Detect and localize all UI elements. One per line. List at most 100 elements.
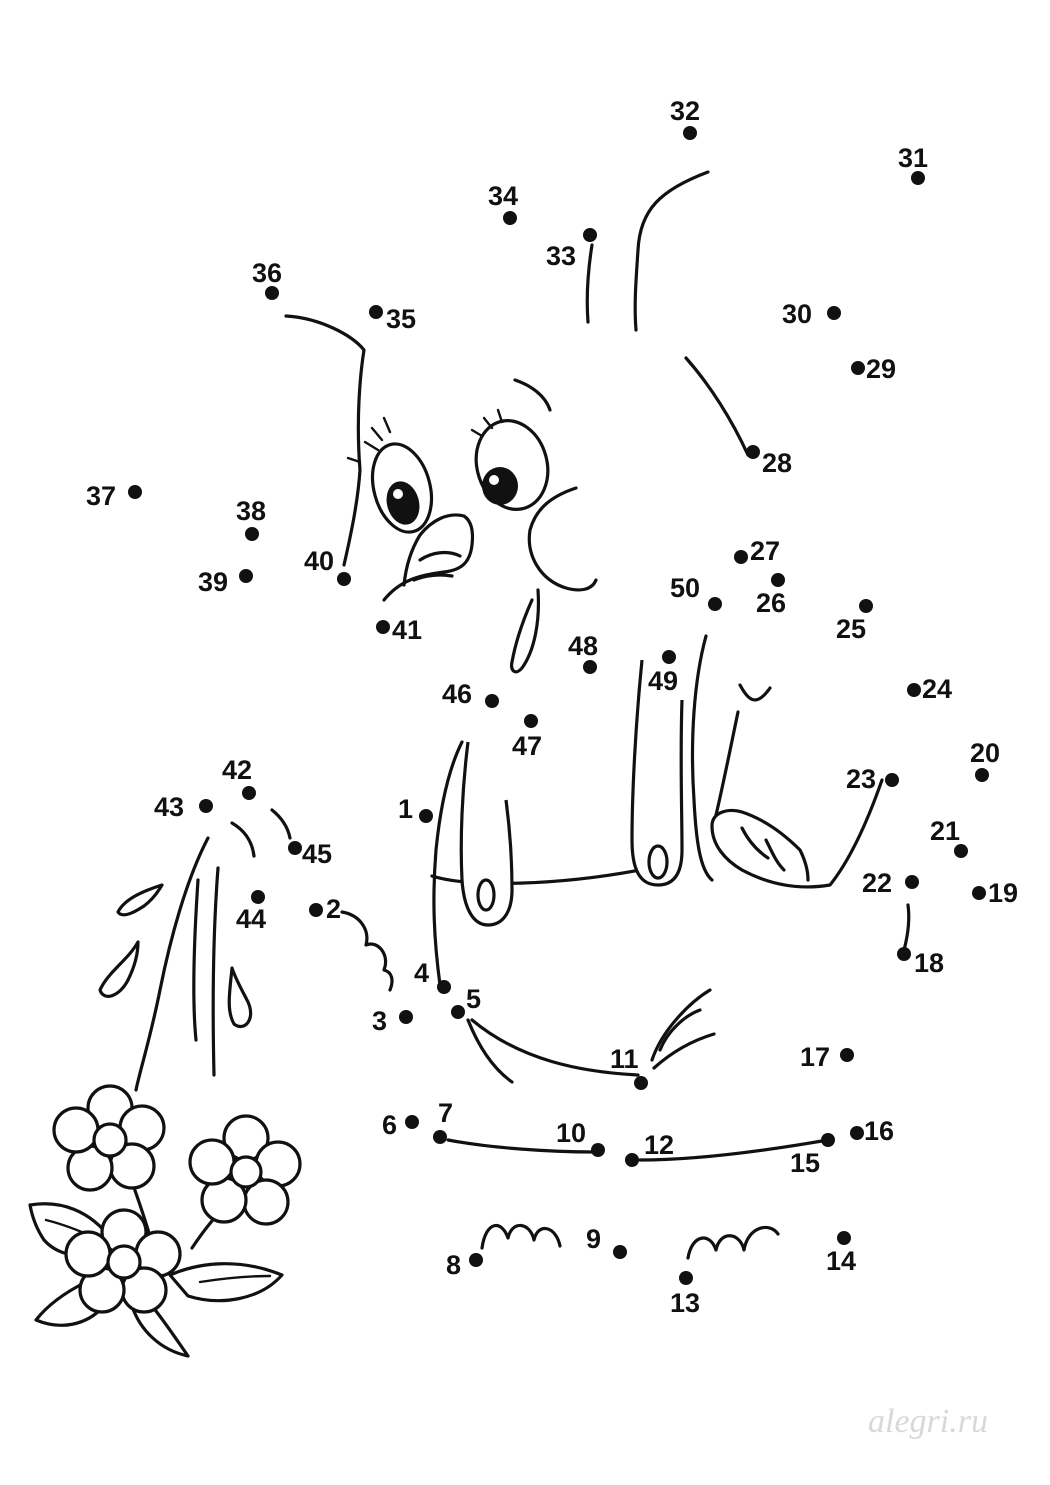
dot-37: 37 [86,481,142,511]
dot-number-label: 33 [546,241,576,271]
dot-19: 19 [972,878,1018,908]
dot-marker [485,694,499,708]
dot-8: 8 [446,1250,483,1280]
dot-marker [376,620,390,634]
dot-number-label: 48 [568,631,598,661]
dot-marker [905,875,919,889]
dot-marker [591,1143,605,1157]
dot-4: 4 [414,958,451,994]
dot-number-label: 24 [922,674,952,704]
dot-number-label: 40 [304,546,334,576]
dot-20: 20 [970,738,1000,782]
dot-number-label: 30 [782,299,812,329]
dot-34: 34 [488,181,518,225]
dot-marker [907,683,921,697]
dot-marker [405,1115,419,1129]
dot-number-label: 8 [446,1250,461,1280]
dot-number-label: 32 [670,96,700,126]
dot-number-label: 34 [488,181,518,211]
dot-number-label: 16 [864,1116,894,1146]
dot-marker [613,1245,627,1259]
dot-47: 47 [512,714,542,761]
dot-number-label: 5 [466,984,481,1014]
dot-24: 24 [907,674,952,704]
dot-marker [911,171,925,185]
dot-marker [625,1153,639,1167]
dot-number-label: 21 [930,816,960,846]
dot-number-label: 31 [898,143,928,173]
dot-14: 14 [826,1231,856,1276]
dot-marker [954,844,968,858]
dot-marker [583,660,597,674]
dot-48: 48 [568,631,598,674]
dot-22: 22 [862,868,919,898]
dot-marker [972,886,986,900]
dot-number-label: 50 [670,573,700,603]
dot-35: 35 [369,304,416,334]
dot-marker [897,947,911,961]
dot-marker [840,1048,854,1062]
dot-marker [662,650,676,664]
dot-number-label: 42 [222,755,252,785]
dot-marker [885,773,899,787]
dot-42: 42 [222,755,256,800]
dot-number-label: 41 [392,615,422,645]
dot-number-label: 22 [862,868,892,898]
dot-39: 39 [198,567,253,597]
dot-number-label: 14 [826,1246,856,1276]
dot-number-label: 44 [236,904,266,934]
dot-number-label: 49 [648,666,678,696]
dot-number-label: 35 [386,304,416,334]
dot-marker [199,799,213,813]
dot-50: 50 [670,573,722,611]
dot-18: 18 [897,947,944,978]
dot-marker [634,1076,648,1090]
dot-number-label: 46 [442,679,472,709]
dot-marker [524,714,538,728]
dot-marker [128,485,142,499]
dot-29: 29 [851,354,896,384]
dot-5: 5 [451,984,481,1019]
dot-number-label: 9 [586,1224,601,1254]
dot-marker [851,361,865,375]
dot-36: 36 [252,258,282,300]
dot-marker [337,572,351,586]
dot-number-label: 6 [382,1110,397,1140]
dot-marker [837,1231,851,1245]
dot-9: 9 [586,1224,627,1259]
dot-23: 23 [846,764,899,794]
dot-marker [708,597,722,611]
dot-44: 44 [236,890,266,934]
dot-33: 33 [546,228,597,271]
dot-number-label: 38 [236,496,266,526]
dot-41: 41 [376,615,422,645]
dot-number-label: 25 [836,614,866,644]
dot-number-label: 2 [326,894,341,924]
dot-number-label: 23 [846,764,876,794]
dot-marker [734,550,748,564]
dot-marker [827,306,841,320]
dot-number-label: 45 [302,839,332,869]
dot-11: 11 [610,1044,648,1090]
dot-marker [369,305,383,319]
dot-21: 21 [930,816,968,858]
dot-marker [251,890,265,904]
dot-number-label: 39 [198,567,228,597]
dot-number-label: 26 [756,588,786,618]
dot-43: 43 [154,792,213,822]
dot-40: 40 [304,546,351,586]
dot-marker [309,903,323,917]
dot-marker [683,126,697,140]
dot-marker [771,573,785,587]
dot-number-label: 15 [790,1148,820,1178]
dot-number-label: 7 [438,1098,453,1128]
dot-marker [437,980,451,994]
dot-number-label: 1 [398,794,413,824]
dot-27: 27 [734,536,780,566]
dot-number-label: 17 [800,1042,830,1072]
dot-number-label: 36 [252,258,282,288]
dot-1: 1 [398,794,433,824]
